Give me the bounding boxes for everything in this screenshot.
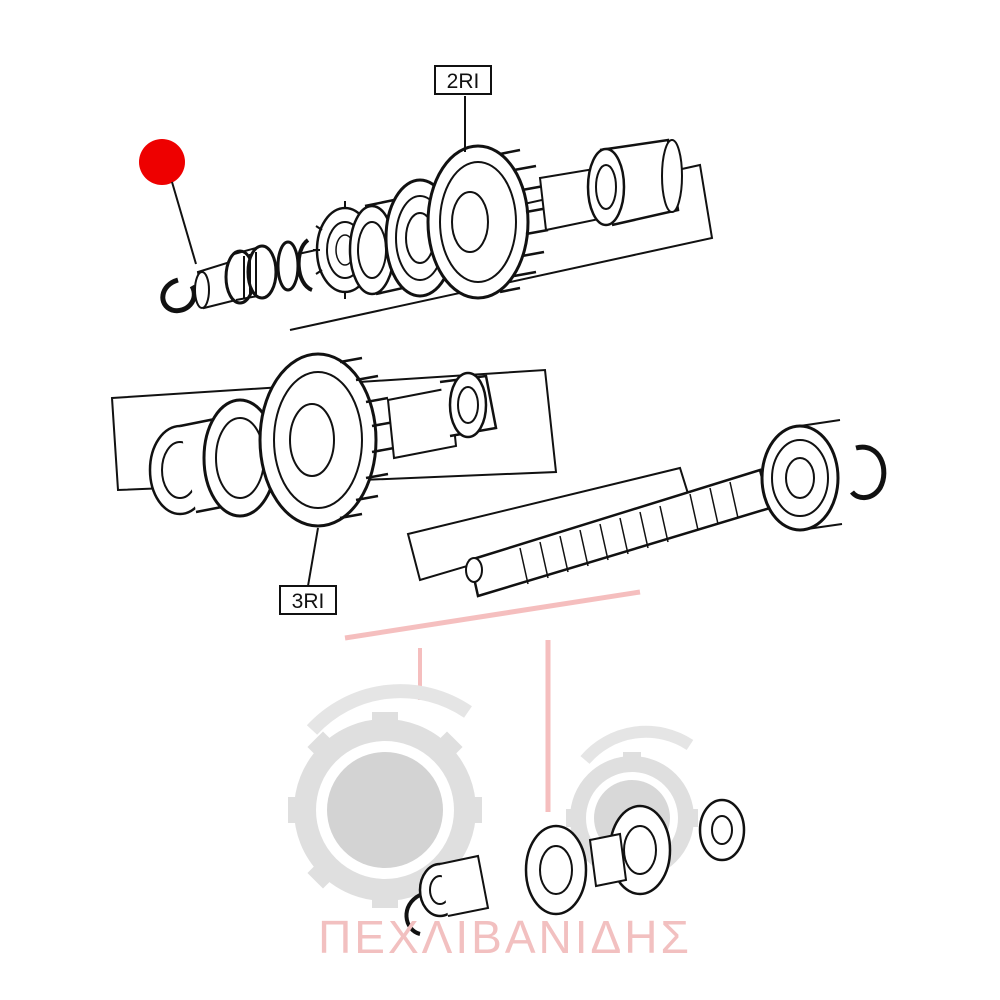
collar-sleeve — [439, 371, 498, 439]
watermark-gear-large — [288, 712, 482, 908]
needle-bearing — [224, 244, 278, 305]
snap-ring — [160, 277, 197, 314]
gear-3ri — [258, 352, 395, 528]
callout-2ri: 2RI — [434, 65, 492, 95]
watermark-brand-text: ΠΕΧΛΙΒΑΝΙΔΗΣ — [318, 911, 692, 963]
ball-bearing — [760, 419, 843, 532]
retaining-ring — [850, 444, 887, 500]
watermark-mini-diagram — [404, 798, 746, 936]
highlight-marker — [139, 139, 197, 265]
main-splined-shaft — [406, 419, 887, 598]
upper-shaft-assembly — [160, 96, 714, 331]
callout-3ri-text: 3RI — [292, 590, 325, 613]
gear-2ri — [426, 144, 549, 300]
middle-synchro-ring — [202, 398, 278, 518]
coupling-sleeve — [586, 138, 683, 227]
middle-gear-assembly — [110, 352, 558, 587]
callout-3ri: 3RI — [279, 585, 337, 615]
callout-2ri-text: 2RI — [447, 70, 480, 93]
